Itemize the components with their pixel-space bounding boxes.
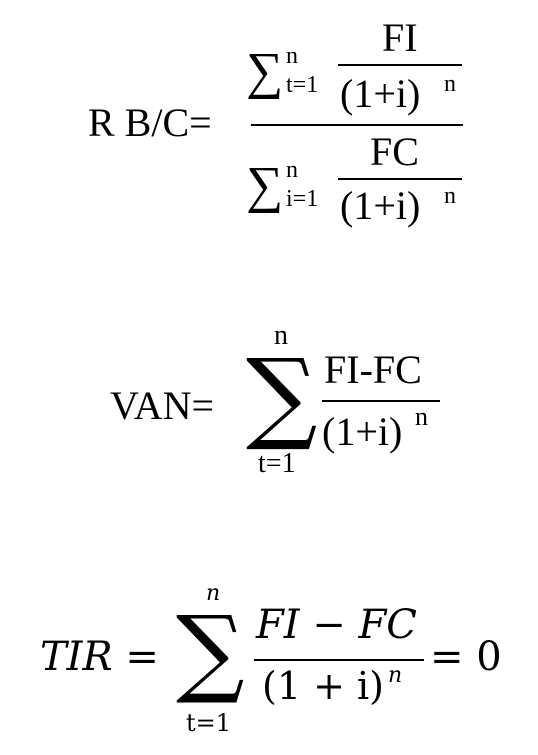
rbc-numerator-upper-limit: n bbox=[286, 43, 298, 69]
tir-fraction-bar bbox=[254, 659, 424, 661]
rbc-numerator-exponent: n bbox=[444, 71, 456, 97]
tir-lower-limit: t=1 bbox=[186, 709, 232, 737]
tir-exponent: n bbox=[388, 663, 403, 688]
rbc-lhs: R B/C= bbox=[88, 100, 212, 145]
rbc-numerator-fraction-top: FI bbox=[382, 15, 418, 60]
van-sigma: ∑ bbox=[246, 337, 318, 454]
rbc-numerator-fraction-bar bbox=[338, 64, 462, 66]
tir-fraction-bottom: (1 + i) bbox=[262, 664, 384, 708]
rbc-denominator-fraction-top: FC bbox=[370, 129, 419, 174]
rbc-denominator-upper-limit: n bbox=[286, 157, 298, 183]
rbc-numerator-lower-limit: t=1 bbox=[286, 72, 319, 98]
rbc-denominator-exponent: n bbox=[444, 183, 456, 209]
rbc-denominator-sigma: ∑ bbox=[246, 157, 284, 214]
tir-upper-limit: n bbox=[206, 581, 221, 606]
equation-tir: TIR = n ∑ t=1 FI − FC (1 + i) n = 0 bbox=[0, 575, 538, 755]
rbc-numerator-sigma: ∑ bbox=[246, 43, 284, 100]
tir-lhs: TIR = bbox=[40, 634, 159, 680]
van-fraction-top: FI-FC bbox=[324, 347, 422, 392]
van-exponent: n bbox=[415, 402, 428, 431]
van-lhs: VAN= bbox=[110, 383, 215, 428]
rbc-denominator-fraction-bottom: (1+i) bbox=[340, 183, 421, 228]
equation-rbc: R B/C= ∑ n t=1 FI (1+i) n ∑ n i=1 FC (1+… bbox=[0, 0, 538, 240]
van-upper-limit: n bbox=[274, 320, 288, 351]
van-fraction-bottom: (1+i) bbox=[322, 409, 403, 454]
rbc-numerator-fraction-bottom: (1+i) bbox=[340, 71, 421, 116]
rbc-denominator-lower-limit: i=1 bbox=[286, 186, 319, 212]
tir-sigma: ∑ bbox=[176, 595, 245, 707]
tir-fraction-top: FI − FC bbox=[256, 602, 417, 648]
rbc-denominator-fraction-bar bbox=[338, 178, 462, 180]
tir-rhs: = 0 bbox=[430, 634, 502, 680]
van-lower-limit: t=1 bbox=[258, 448, 296, 479]
equation-van: VAN= n ∑ t=1 FI-FC (1+i) n bbox=[0, 300, 538, 500]
van-fraction-bar bbox=[322, 400, 440, 402]
rbc-main-fraction-bar bbox=[251, 124, 463, 126]
